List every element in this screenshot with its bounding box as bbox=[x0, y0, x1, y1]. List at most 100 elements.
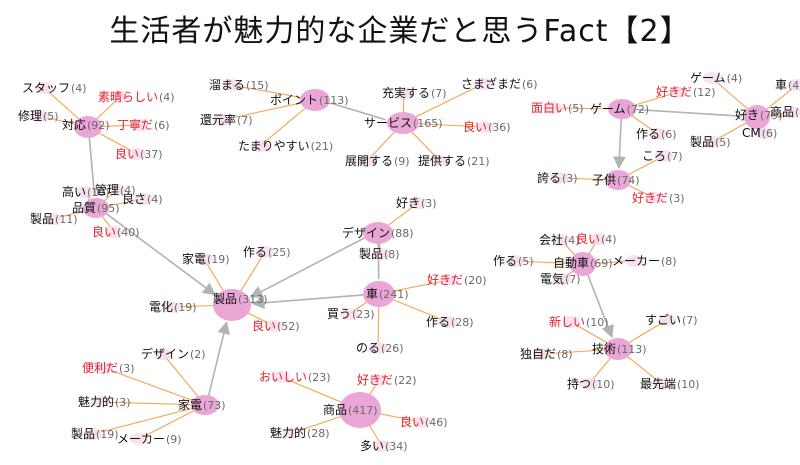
leaf-label-l7-word: 管理 bbox=[95, 182, 119, 197]
leaf-label-l9: 製品(11) bbox=[30, 212, 78, 226]
leaf-label-l13-count: (21) bbox=[311, 140, 334, 153]
leaf-dot-l27 bbox=[655, 150, 673, 162]
node-label-design: デザイン(88) bbox=[342, 225, 414, 240]
leaf-label-l59-count: (34) bbox=[385, 440, 408, 453]
page-title: 生活者が魅力的な企業だと思うFact【2】 bbox=[109, 14, 691, 49]
node-label-point-word: ポイント bbox=[270, 93, 318, 107]
leaf-label-l58-count: (28) bbox=[307, 427, 330, 440]
node-kaden bbox=[191, 395, 219, 415]
node-label-jidosha-count: (69) bbox=[590, 257, 613, 270]
leaf-label-l19-word: 面白い bbox=[531, 100, 567, 115]
leaf-label-l32-count: (19) bbox=[207, 253, 230, 266]
leaf-label-l17-word: 展開する bbox=[345, 154, 393, 168]
leaf-label-l19-count: (5) bbox=[568, 102, 584, 115]
node-label-shohin: 商品(417) bbox=[323, 402, 378, 417]
link-game-kodomo bbox=[613, 118, 626, 170]
leaf-label-l33-count: (25) bbox=[268, 246, 291, 259]
leaf-label-l29-word: 好きだ bbox=[632, 191, 668, 205]
node-label-kaden-word: 家電 bbox=[178, 397, 202, 412]
leaf-label-l34: 電化(19) bbox=[149, 300, 197, 314]
leaf-label-l4-count: (6) bbox=[154, 119, 170, 132]
leaf-dot-l48 bbox=[580, 378, 598, 390]
leaf-label-l18-word: 提供する bbox=[418, 153, 466, 168]
leaf-label-l58: 魅力的(28) bbox=[270, 425, 330, 440]
leaf-dot-l40 bbox=[625, 255, 643, 267]
leaf-label-l59: 多い(34) bbox=[360, 439, 408, 453]
leaf-label-l55-count: (23) bbox=[308, 371, 331, 384]
leaf-dot-l59 bbox=[373, 440, 391, 452]
leaf-dot-l15 bbox=[474, 78, 492, 90]
leaf-label-l14-word: 充実する bbox=[382, 85, 430, 100]
node-label-hinshitsu-word: 品質 bbox=[72, 200, 96, 215]
node-label-gijutsu: 技術(113) bbox=[592, 342, 647, 356]
leaf-label-l23-count: (4) bbox=[788, 79, 800, 92]
leaf-dot-l17 bbox=[358, 155, 376, 167]
leaf-dot-l23 bbox=[788, 79, 800, 91]
node-hinshitsu bbox=[83, 198, 109, 218]
leaf-dot-l36 bbox=[552, 234, 570, 246]
leaf-label-l6-count: (10) bbox=[87, 186, 110, 199]
node-label-game-count: (72) bbox=[627, 103, 650, 116]
leaf-label-l14-count: (7) bbox=[431, 87, 447, 100]
leaf-label-l46-count: (7) bbox=[682, 314, 698, 327]
leaf-dot-l31 bbox=[372, 248, 390, 260]
leaf-label-l11: 溜まる(15) bbox=[209, 77, 269, 92]
leaf-dot-l1 bbox=[35, 82, 53, 94]
leaf-label-l21-count: (6) bbox=[661, 128, 677, 141]
node-label-shohin-word: 商品 bbox=[323, 402, 347, 417]
node-label-seihin: 製品(313) bbox=[213, 292, 268, 306]
leaf-label-l26: CM(6) bbox=[742, 126, 777, 140]
leaf-dot-l4 bbox=[130, 119, 148, 131]
leaf-dot-l53 bbox=[84, 428, 102, 440]
node-design bbox=[363, 222, 393, 244]
leaf-label-l46-word: すごい bbox=[645, 312, 681, 327]
leaf-label-l49: 最先端(10) bbox=[640, 377, 700, 391]
leaf-label-l1: スタッフ(4) bbox=[22, 81, 87, 95]
leaf-dot-l25 bbox=[703, 136, 721, 148]
link-taio-hinshitsu bbox=[88, 137, 96, 197]
leaf-label-l28-word: 誇る bbox=[537, 170, 561, 185]
leaf-dot-l44 bbox=[369, 342, 387, 354]
leaf-label-l8-count: (4) bbox=[147, 193, 163, 206]
node-label-service-word: サービス bbox=[364, 116, 412, 130]
leaf-label-l7-count: (4) bbox=[120, 184, 136, 197]
leaf-label-l20: 好きだ(12) bbox=[656, 85, 716, 99]
leaf-label-l29-count: (3) bbox=[669, 192, 685, 205]
leaf-label-l13: たまりやすい(21) bbox=[238, 139, 333, 153]
node-label-design-count: (88) bbox=[391, 227, 414, 240]
leaf-label-l2-count: (4) bbox=[159, 91, 175, 104]
leaf-label-l14: 充実する(7) bbox=[382, 85, 447, 100]
node-service bbox=[387, 112, 419, 134]
leaf-label-l23: 車(4) bbox=[775, 78, 800, 92]
leaf-label-l40: メーカー(8) bbox=[612, 254, 677, 268]
leaf-dot-l22 bbox=[703, 72, 721, 84]
leaf-label-l25-count: (5) bbox=[715, 136, 731, 149]
leaf-label-l20-count: (12) bbox=[693, 86, 716, 99]
node-kodomo bbox=[605, 170, 631, 190]
link-design-seihin bbox=[249, 237, 365, 298]
leaf-dot-l38 bbox=[506, 255, 524, 267]
leaf-label-l11-word: 溜まる bbox=[209, 77, 245, 92]
leaf-label-l33: 作る(25) bbox=[243, 245, 291, 259]
leaf-label-l57-word: 良い bbox=[400, 414, 424, 429]
leaf-label-l27-word: ころ bbox=[642, 149, 666, 163]
leaf-label-l10-word: 良い bbox=[92, 224, 116, 239]
leaf-label-l13-word: たまりやすい bbox=[238, 139, 310, 153]
leaf-label-l52-word: 魅力的 bbox=[78, 394, 114, 409]
leaf-label-l43: 作る(28) bbox=[426, 315, 474, 329]
leaf-label-l1-count: (4) bbox=[71, 82, 87, 95]
leaf-dot-l13 bbox=[251, 140, 269, 152]
leaf-label-l51-count: (3) bbox=[119, 362, 135, 375]
leaf-dot-l47 bbox=[533, 348, 551, 360]
leaf-label-l18-count: (21) bbox=[467, 155, 490, 168]
leaf-dot-l5 bbox=[128, 148, 146, 160]
leaf-label-l24-count: (7) bbox=[795, 106, 800, 119]
leaf-label-l4: 丁寧だ(6) bbox=[117, 117, 170, 132]
leaf-label-l41-count: (20) bbox=[464, 274, 487, 287]
leaf-label-l36: 会社(4) bbox=[539, 232, 580, 247]
leaf-label-l3-count: (5) bbox=[43, 110, 59, 123]
leaf-label-l16: 良い(36) bbox=[463, 119, 511, 134]
leaf-label-l7: 管理(4) bbox=[95, 182, 136, 197]
leaf-label-l40-word: メーカー bbox=[612, 254, 660, 268]
node-label-seihin-word: 製品 bbox=[213, 292, 237, 306]
